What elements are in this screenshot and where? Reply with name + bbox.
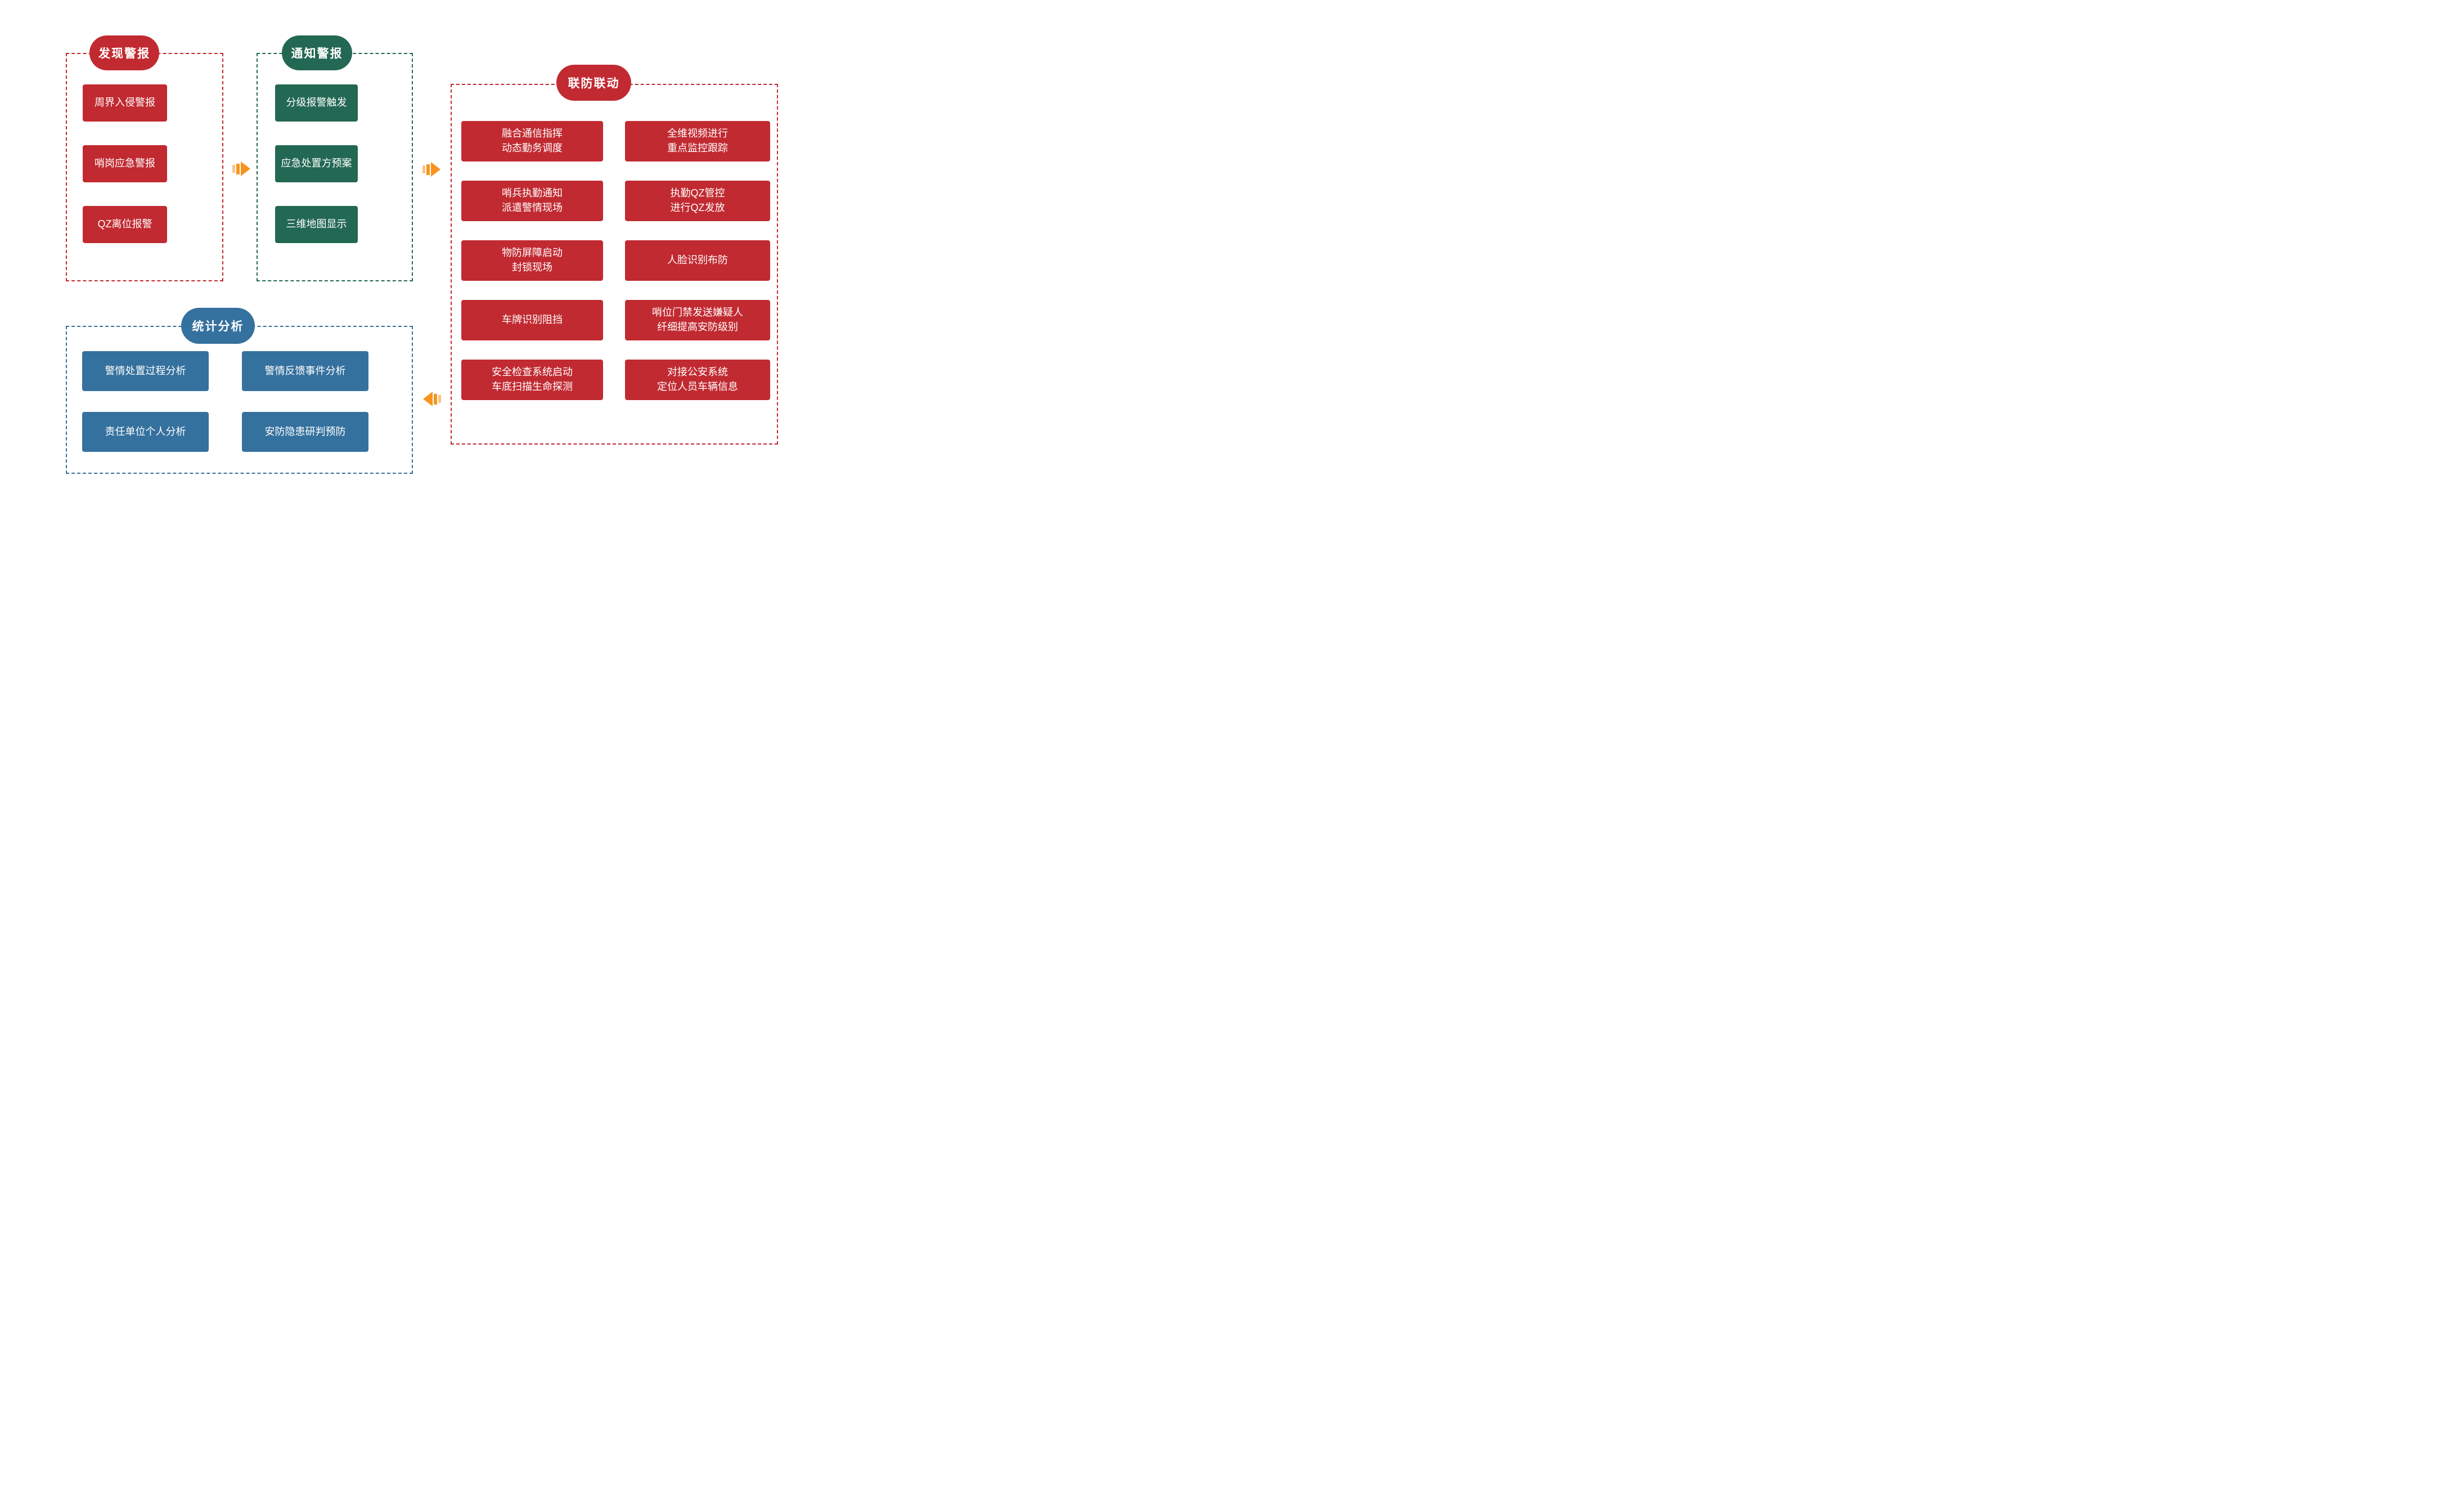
node-alarm-handling-process-analysis: 警情处置过程分析 <box>82 351 209 391</box>
flow-arrow-right-1 <box>232 161 250 176</box>
node-alarm-feedback-event-analysis: 警情反馈事件分析 <box>242 351 368 391</box>
flow-arrow-left-1 <box>423 392 441 406</box>
section-header-notify-alert: 通知警报 <box>282 35 352 70</box>
arrow-stripe <box>232 165 235 173</box>
arrow-head-icon <box>423 392 433 406</box>
section-header-discover-alert: 发现警报 <box>89 35 159 70</box>
node-face-recognition-deployment: 人脸识别布防 <box>625 240 770 281</box>
node-sentry-emergency-alarm: 哨岗应急警报 <box>83 145 167 182</box>
node-duty-qz-control-issue: 执勤QZ管控 进行QZ发放 <box>625 181 770 221</box>
arrow-stripe <box>434 393 437 405</box>
node-security-risk-prediction: 安防隐患研判预防 <box>242 412 368 452</box>
node-emergency-response-plan: 应急处置方预案 <box>275 145 358 182</box>
node-police-system-locate-info: 对接公安系统 定位人员车辆信息 <box>625 360 770 400</box>
node-fused-comm-command-dispatch: 融合通信指挥 动态勤务调度 <box>461 121 603 161</box>
arrow-stripe <box>236 163 240 174</box>
node-qz-off-position-alarm: QZ离位报警 <box>83 206 167 243</box>
arrow-head-icon <box>431 162 440 177</box>
node-sentry-duty-notify-dispatch: 哨兵执勤通知 派遣警情现场 <box>461 181 603 221</box>
flow-arrow-right-2 <box>422 162 440 177</box>
node-security-check-underbody-scan: 安全检查系统启动 车底扫描生命探测 <box>461 360 603 400</box>
arrow-stripe <box>426 164 430 175</box>
flow-diagram: 发现警报 周界入侵警报 哨岗应急警报 QZ离位报警 通知警报 分级报警触发 应急… <box>0 0 821 498</box>
node-graded-alarm-trigger: 分级报警触发 <box>275 84 358 122</box>
node-full-video-key-tracking: 全维视频进行 重点监控跟踪 <box>625 121 770 161</box>
node-perimeter-intrusion-alarm: 周界入侵警报 <box>83 84 167 122</box>
arrow-stripe <box>438 395 441 403</box>
node-responsible-unit-person-analysis: 责任单位个人分析 <box>82 412 209 452</box>
section-header-statistical-analysis: 统计分析 <box>181 308 255 344</box>
node-license-plate-block: 车牌识别阻挡 <box>461 300 603 340</box>
section-header-joint-defense-linkage: 联防联动 <box>556 65 631 101</box>
arrow-head-icon <box>241 161 250 176</box>
node-physical-barrier-lockdown: 物防屏障启动 封锁现场 <box>461 240 603 281</box>
arrow-stripe <box>422 165 425 173</box>
node-3d-map-display: 三维地图显示 <box>275 206 358 243</box>
node-sentry-access-suspect-alert: 哨位门禁发送嫌疑人 纤细提高安防级别 <box>625 300 770 340</box>
